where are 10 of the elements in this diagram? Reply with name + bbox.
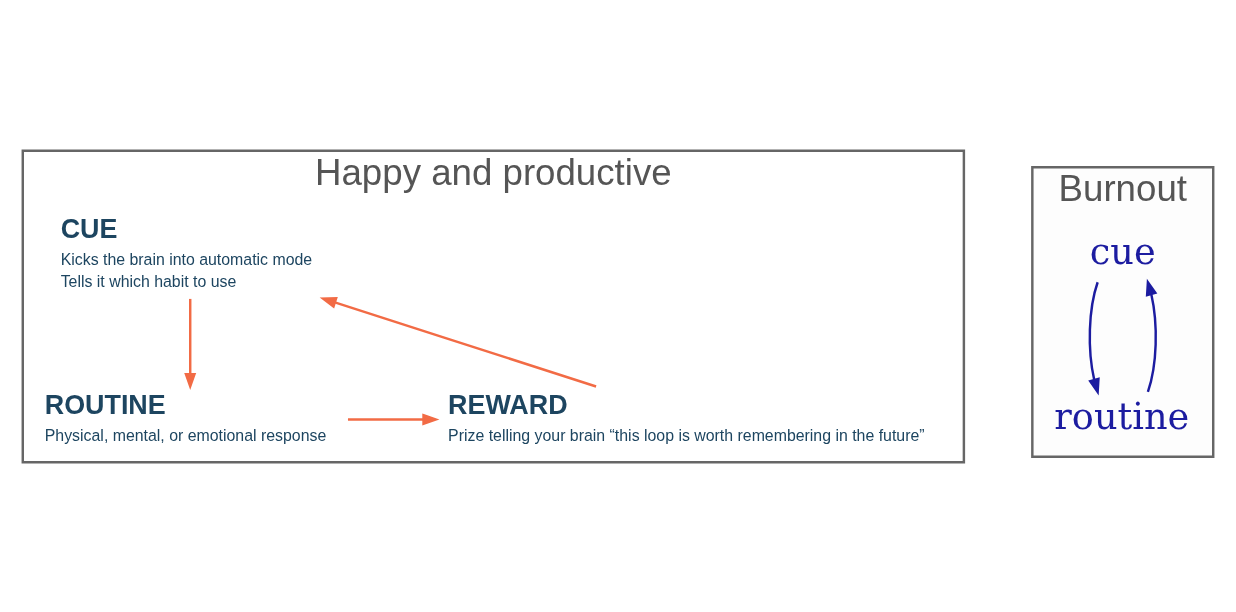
arrow bbox=[319, 296, 597, 388]
arrow bbox=[347, 413, 440, 426]
node-text: CUE Kicks the brain into automatic mode Tells it which habit to use bbox=[60, 213, 313, 290]
node-text: cue bbox=[1089, 229, 1156, 273]
arrow bbox=[184, 298, 197, 390]
node-text: REWARD Prize telling your brain “this loop is worth remembering in the future” bbox=[448, 389, 925, 444]
node-text: routine bbox=[1054, 394, 1190, 438]
arrow bbox=[1145, 278, 1158, 392]
node-text: ROUTINE Physical, mental, or emotional response bbox=[44, 389, 327, 444]
arrow bbox=[1088, 281, 1100, 395]
